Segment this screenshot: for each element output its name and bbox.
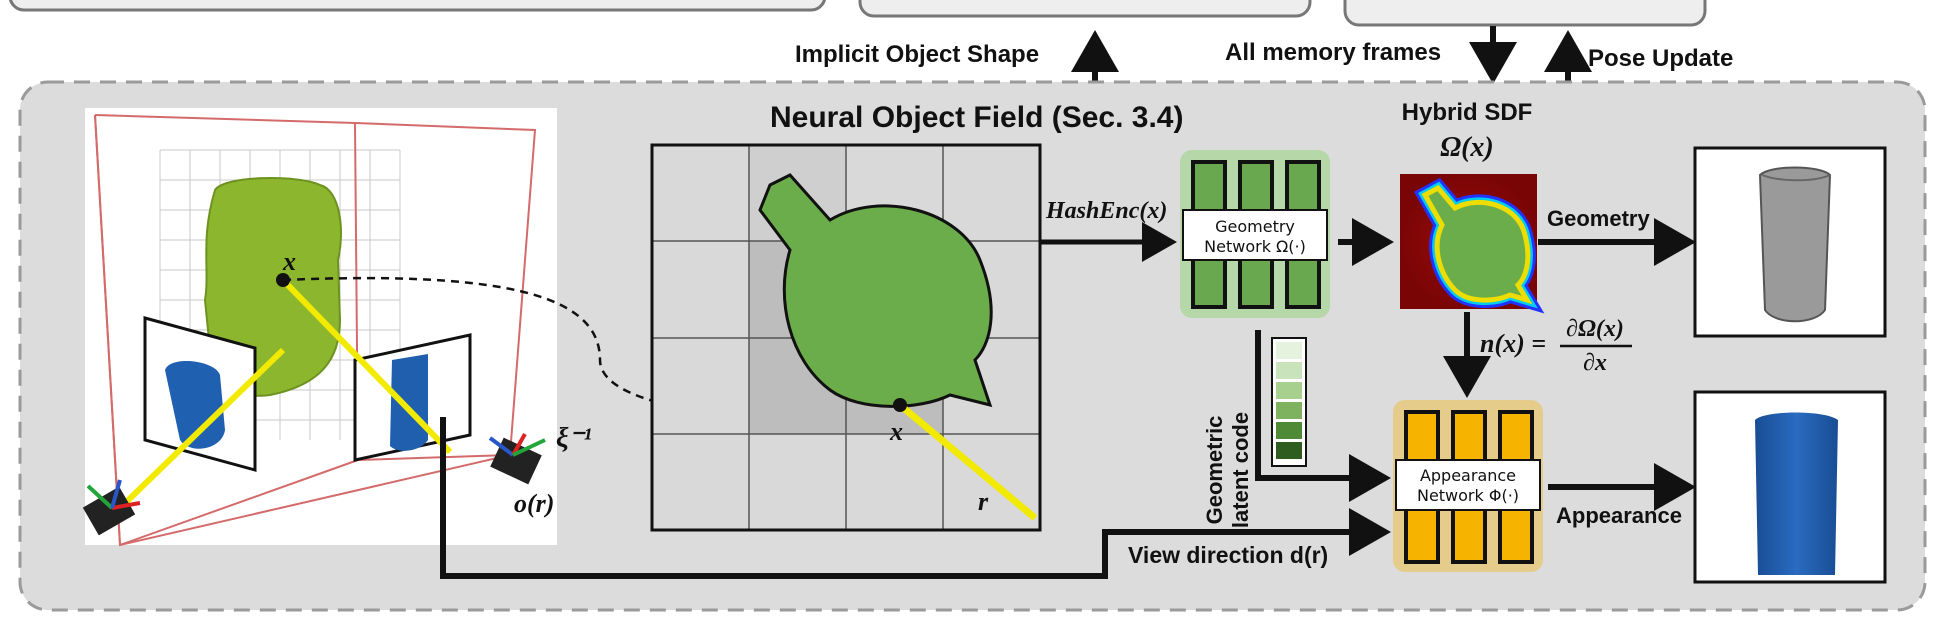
appearance-network-label-1: Appearance — [1420, 466, 1516, 485]
geometry-network-label-1: Geometry — [1215, 217, 1295, 236]
geometry-render — [1693, 146, 1887, 338]
green-object — [203, 177, 342, 397]
latent-code-swatches — [1271, 337, 1307, 467]
appearance-network-label-2: Network Φ(·) — [1417, 486, 1519, 505]
implicit-shape-label: Implicit Object Shape — [795, 41, 1039, 68]
view-direction-arrow — [440, 417, 1391, 579]
top-box-left — [9, 0, 826, 12]
normal-numerator: ∂Ω(x) — [1566, 316, 1624, 342]
camera-left-icon — [82, 479, 141, 536]
latent-code-label: Geometric latent code — [1202, 412, 1253, 528]
origin-label: o(r) — [514, 489, 554, 518]
ray-in-grid — [897, 402, 1038, 521]
camera-view-1 — [143, 316, 257, 472]
hybrid-sdf-formula: Ω(x) — [1440, 132, 1494, 163]
dashed-mapping-curve — [282, 276, 888, 429]
panel-title: Neural Object Field (Sec. 3.4) — [770, 101, 1183, 134]
latent-code-line-2: latent code — [1228, 412, 1253, 528]
top-box-right — [1343, 0, 1707, 27]
latent-to-appearance-arrow — [1255, 330, 1391, 502]
object-2d-shape — [758, 173, 993, 408]
memory-frames-label: All memory frames — [1225, 39, 1441, 66]
hybrid-sdf-title: Hybrid SDF — [1402, 99, 1533, 126]
ray-r-label: r — [978, 487, 989, 516]
latent-swatch — [1276, 362, 1302, 379]
ray-left — [115, 347, 286, 513]
normal-denominator: ∂x — [1583, 350, 1607, 376]
appearance-render — [1693, 390, 1887, 584]
appearance-network: Appearance Network Φ(·) — [1393, 400, 1543, 572]
pose-update-label: Pose Update — [1588, 45, 1733, 72]
appearance-output-label: Appearance — [1556, 503, 1682, 528]
view-direction-label: View direction d(r) — [1128, 542, 1328, 568]
point-x-grid-label: x — [889, 417, 903, 446]
geometry-network: Geometry Network Ω(·) — [1180, 150, 1330, 318]
geometry-output-label: Geometry — [1547, 206, 1650, 231]
latent-swatch — [1276, 402, 1302, 419]
xi-inverse-label: ξ⁻¹ — [556, 423, 592, 454]
hashenc-label: HashEnc(x) — [1045, 198, 1167, 224]
camera-right-icon — [488, 433, 546, 485]
point-x-grid — [893, 398, 907, 412]
latent-code-line-1: Geometric — [1202, 416, 1227, 525]
scene-3d-illustration: x — [82, 108, 557, 547]
latent-swatch — [1276, 422, 1302, 439]
normal-lhs: n(x) = — [1480, 329, 1546, 358]
hybrid-sdf-image — [1400, 174, 1545, 314]
ray-right — [280, 277, 453, 455]
point-x-3d-label: x — [282, 247, 296, 276]
top-box-middle — [858, 0, 1312, 18]
latent-swatch — [1276, 342, 1302, 359]
latent-swatch — [1276, 382, 1302, 399]
geometry-network-label-2: Network Ω(·) — [1204, 237, 1306, 256]
latent-swatch — [1276, 442, 1302, 459]
